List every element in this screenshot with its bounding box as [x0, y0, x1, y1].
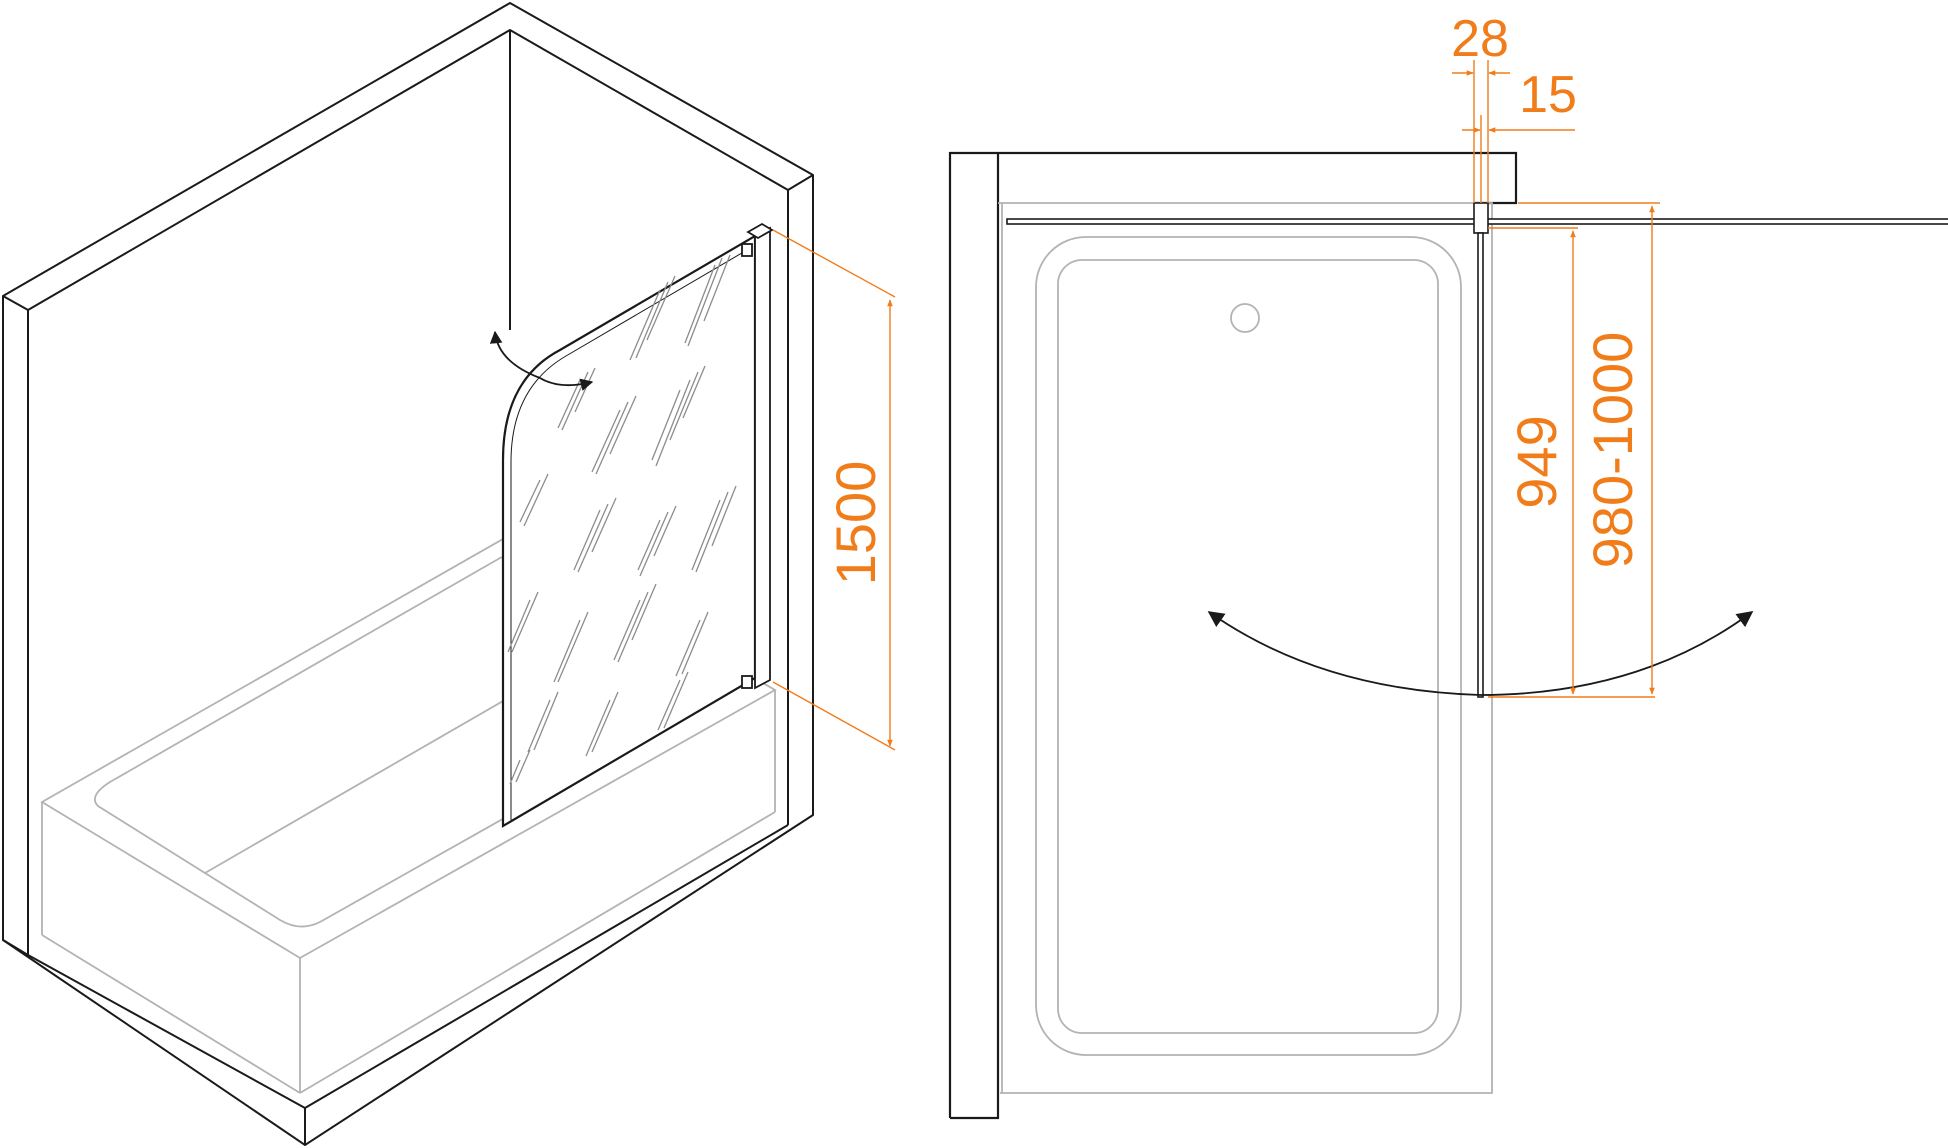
wall-profile-iso: [741, 222, 774, 690]
swing-arrow-iso: [489, 330, 594, 391]
height-dimension: [772, 229, 896, 751]
glass-offset-label: 15: [1519, 66, 1577, 124]
drain-icon: [1230, 303, 1260, 333]
opening-range-dimension: [1518, 202, 1660, 695]
height-dimension-label: 1500: [824, 461, 887, 586]
profile-width-label: 28: [1451, 10, 1509, 68]
plan-view: 28 15 949 980-1000: [948, 10, 1948, 1120]
swing-arc-plan: [1207, 611, 1754, 696]
panel-width-dimension: [1488, 227, 1655, 698]
opening-range-label: 980-1000: [1581, 332, 1644, 569]
rail-plan: [1006, 202, 1948, 234]
glass-texture: [507, 254, 737, 785]
bathtub-plan: [998, 202, 1493, 1094]
wall-structure: [2, 2, 814, 1146]
top-dimensions: [1452, 60, 1575, 203]
isometric-view: 1500: [2, 2, 896, 1146]
glass-panel-plan: [1477, 232, 1484, 698]
wall-plan: [948, 151, 1518, 1120]
glass-panel-iso: [489, 222, 774, 828]
panel-width-label: 949: [1505, 415, 1568, 508]
